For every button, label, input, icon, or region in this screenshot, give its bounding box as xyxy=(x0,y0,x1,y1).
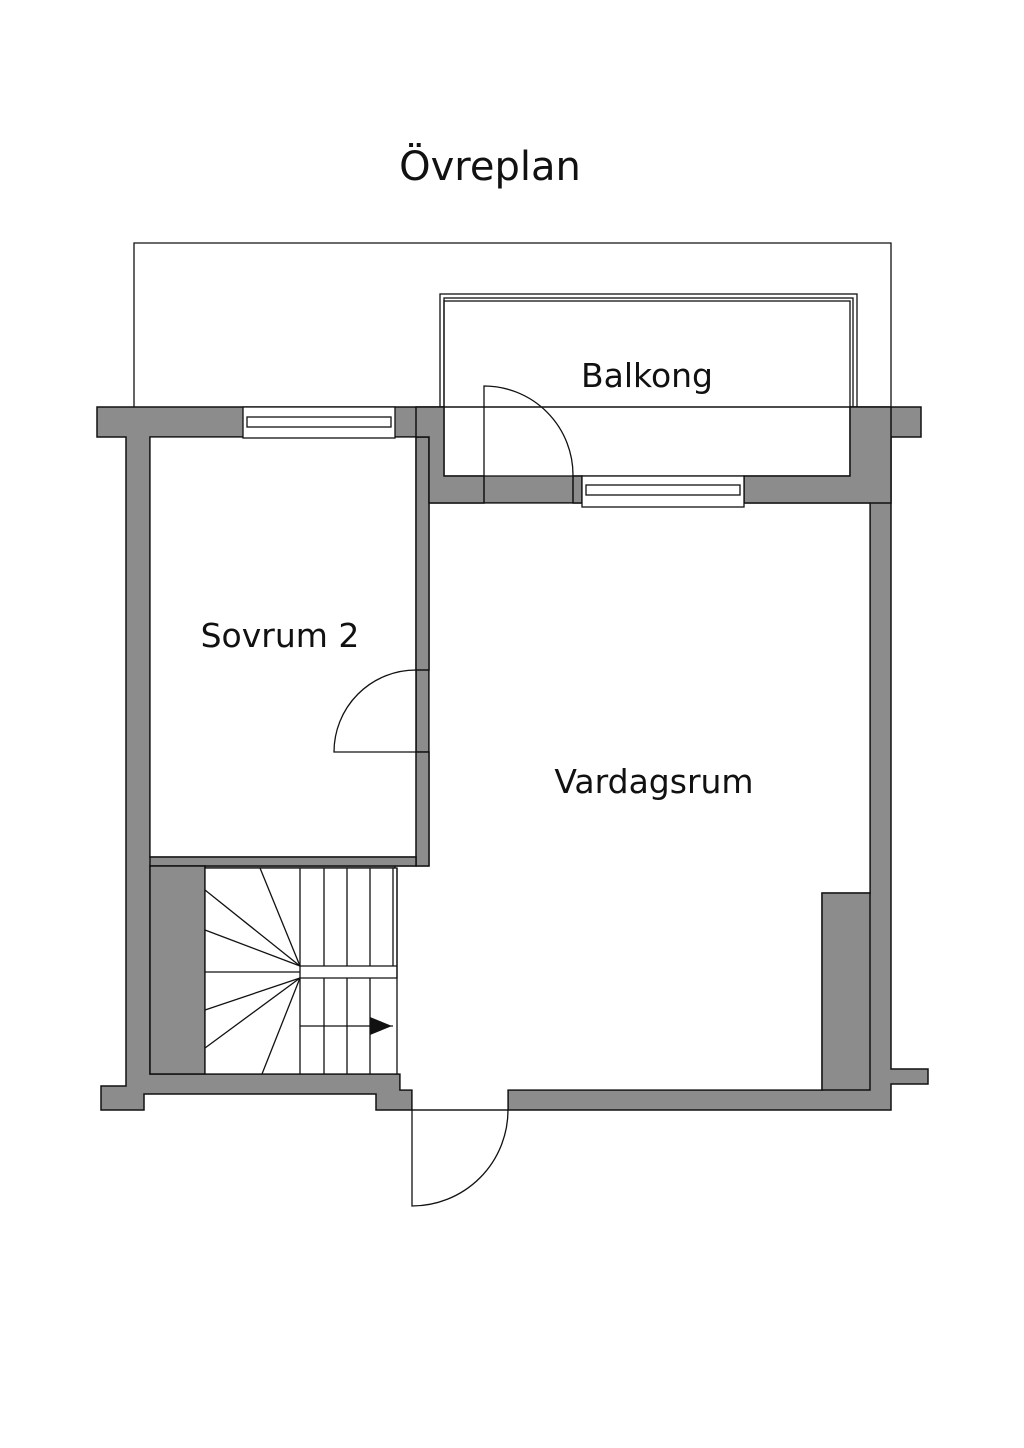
bedroom-window-sill xyxy=(246,416,392,428)
stair-left-wall xyxy=(149,865,206,1075)
right-wall-thickening xyxy=(821,892,871,1091)
balcony-outline-inner xyxy=(443,297,854,408)
bedroom-wall-upper xyxy=(415,436,430,671)
living-window-sill xyxy=(585,484,741,496)
balcony-door xyxy=(483,385,574,477)
bedroom-door xyxy=(333,669,417,753)
bedroom-bottom-wall xyxy=(149,856,417,867)
living-floor xyxy=(394,502,871,1111)
room-label-balcony: Balkong xyxy=(581,356,713,395)
balcony-left-wall xyxy=(415,406,485,504)
bedroom-window xyxy=(242,406,396,439)
plan-title: Övreplan xyxy=(399,142,581,190)
staircase xyxy=(204,867,398,1075)
entrance-door xyxy=(411,1109,509,1207)
room-label-bedroom: Sovrum 2 xyxy=(201,616,360,655)
balcony-railing-outline xyxy=(133,242,892,407)
stair-direction-arrow xyxy=(370,1017,392,1035)
balcony-door-jamb xyxy=(572,475,583,504)
room-label-living: Vardagsrum xyxy=(554,762,753,801)
living-window xyxy=(581,475,745,508)
bedroom-wall-lower xyxy=(415,751,430,867)
